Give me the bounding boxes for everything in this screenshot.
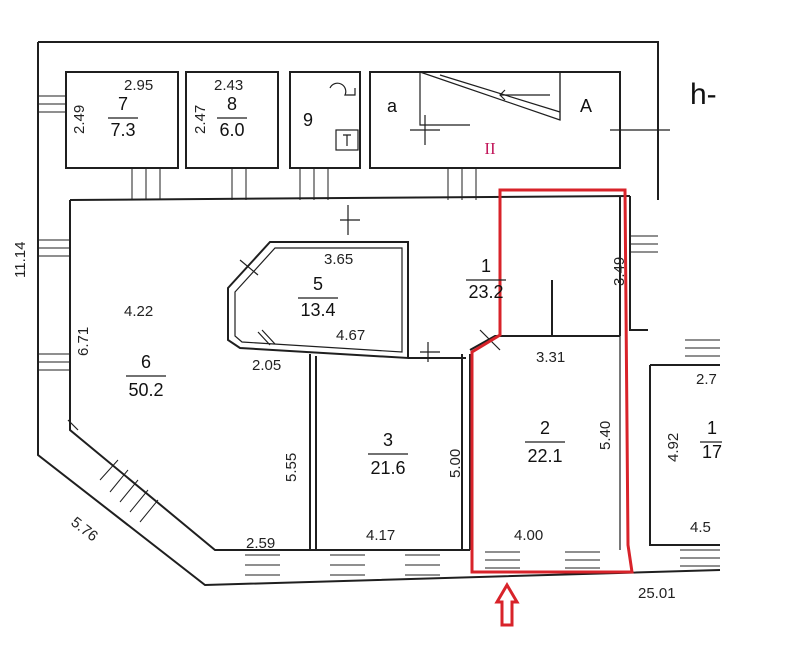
svg-text:4.92: 4.92 [665,433,682,462]
entrance-arrow [494,582,520,627]
room-label-1: 1 23.2 [466,256,506,302]
letter-a-label: a [387,96,398,116]
svg-text:5.40: 5.40 [597,421,614,450]
svg-text:3.49: 3.49 [611,257,628,286]
svg-text:1: 1 [707,418,717,438]
svg-text:3.65: 3.65 [324,251,353,268]
svg-text:13.4: 13.4 [300,300,335,320]
svg-text:11.14: 11.14 [12,242,29,278]
svg-text:9: 9 [303,110,313,130]
svg-text:22.1: 22.1 [527,446,562,466]
svg-text:5: 5 [313,274,323,294]
room-label-3: 3 21.6 [368,430,408,478]
svg-text:4.22: 4.22 [124,303,153,320]
svg-text:4.00: 4.00 [514,527,543,544]
room-label-6: 6 50.2 [126,352,166,400]
room-label-right: 1 17 [700,418,722,462]
svg-text:1: 1 [481,256,491,276]
room-label-7: 7 7.3 [108,94,138,140]
svg-text:2.05: 2.05 [252,357,281,374]
svg-text:5.76: 5.76 [68,514,101,545]
svg-text:21.6: 21.6 [370,458,405,478]
svg-text:2: 2 [540,418,550,438]
svg-text:25.01: 25.01 [638,585,676,602]
svg-text:2.49: 2.49 [71,105,88,134]
svg-text:2.43: 2.43 [214,77,243,94]
svg-text:23.2: 23.2 [468,282,503,302]
windows [38,95,720,576]
svg-text:2.47: 2.47 [192,105,209,134]
interior-walls [67,196,621,550]
svg-text:8: 8 [227,94,237,114]
svg-text:4.17: 4.17 [366,527,395,544]
svg-text:4.5: 4.5 [690,519,711,536]
svg-text:6.0: 6.0 [219,120,244,140]
svg-text:5.00: 5.00 [447,449,464,478]
svg-text:2.95: 2.95 [124,77,153,94]
level-label: h- [690,78,717,111]
top-rooms [65,71,670,169]
svg-text:3: 3 [383,430,393,450]
svg-text:3.31: 3.31 [536,349,565,366]
svg-text:6: 6 [141,352,151,372]
room-label-5: 5 13.4 [298,274,338,320]
room-label-2: 2 22.1 [525,418,565,466]
svg-text:5.55: 5.55 [283,453,300,482]
svg-text:4.67: 4.67 [336,327,365,344]
svg-text:17: 17 [702,442,722,462]
svg-text:7.3: 7.3 [110,120,135,140]
svg-text:2.59: 2.59 [246,535,275,552]
stair-label: II [484,139,496,158]
room-label-8: 8 6.0 [217,94,247,140]
svg-text:50.2: 50.2 [128,380,163,400]
highlighted-unit-outline [470,188,634,574]
svg-text:6.71: 6.71 [75,327,92,356]
dimension-labels: 2.95 2.49 2.43 2.47 11.14 4.22 6.71 3.65… [12,77,717,602]
svg-text:7: 7 [118,94,128,114]
letter-A-label: A [580,96,592,116]
svg-text:2.7: 2.7 [696,371,717,388]
room-label-9: 9 [303,110,313,130]
